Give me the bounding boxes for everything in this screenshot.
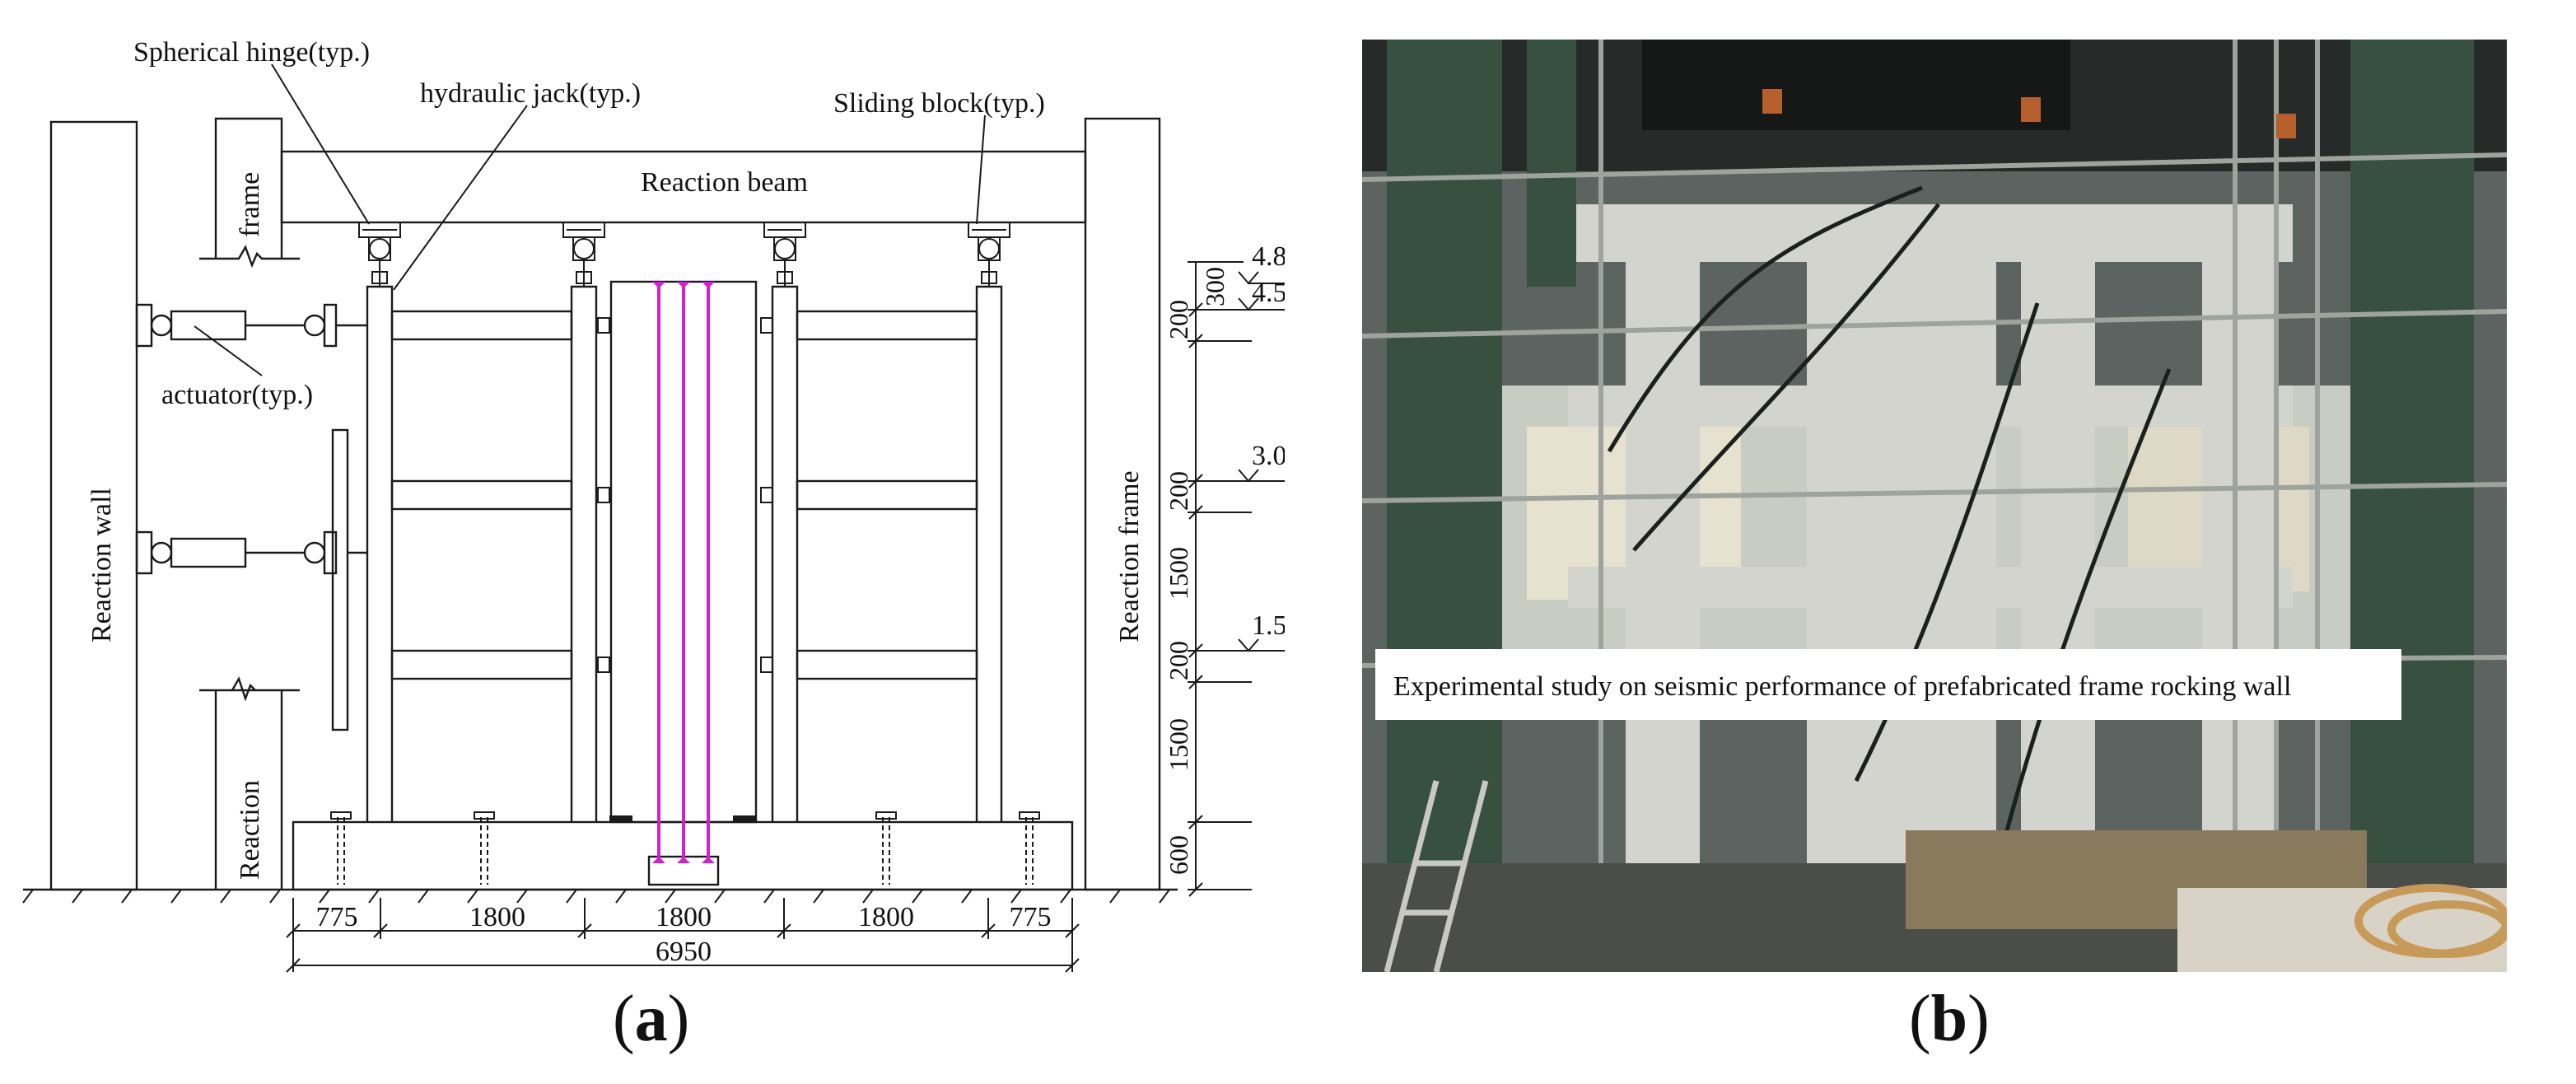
dim-v-300: 300: [1200, 267, 1230, 306]
label-reaction: Reaction: [235, 780, 265, 880]
elevation-markers: [1238, 271, 1285, 652]
elevation-1500: 1.500: [1252, 610, 1285, 641]
label-sliding-block: Sliding block(typ.): [833, 88, 1045, 119]
photo-banner-text: Experimental study on seismic performanc…: [1393, 671, 2291, 702]
left-frame: [366, 285, 598, 822]
lab-photo: Experimental study on seismic performanc…: [1362, 40, 2507, 972]
hydraulic-jacks: [358, 222, 1010, 287]
dim-h-1800-c: 1800: [858, 902, 914, 932]
loading-plate: [331, 428, 349, 731]
dim-v-600: 600: [1164, 835, 1193, 875]
elevation-3000: 3.000: [1252, 441, 1285, 471]
dim-h-1800-a: 1800: [469, 902, 525, 932]
tendon-anchors: [652, 282, 715, 863]
setup-drawing: Spherical hinge(typ.) hydraulic jack(typ…: [22, 37, 1285, 973]
label-frame: frame: [235, 172, 265, 237]
elevation-4800: 4.800: [1252, 241, 1285, 272]
reaction-lower-left: [199, 676, 300, 890]
dim-h-775-right: 775: [1010, 902, 1052, 932]
dim-v-1500-upper: 1500: [1164, 547, 1193, 600]
caption-b-letter: b: [1930, 983, 1968, 1055]
hydraulic-jack-2: [562, 222, 605, 287]
right-frame: [771, 285, 1003, 822]
actuators: [135, 303, 367, 731]
caption-b: (b): [1909, 983, 1990, 1055]
caption-a-letter: a: [634, 983, 668, 1055]
dim-v-200-top: 200: [1164, 300, 1193, 339]
reaction-frame: [1084, 117, 1161, 891]
dim-h-1800-b: 1800: [656, 902, 712, 932]
dim-h-775-left: 775: [316, 902, 358, 932]
photo-steel-columns: [1387, 40, 2474, 972]
leader-lines: [194, 63, 986, 376]
hydraulic-jack-1: [358, 222, 401, 287]
wall-toe-shim-left: [609, 815, 632, 822]
label-reaction-beam: Reaction beam: [641, 167, 808, 198]
elevation-4500: 4.500: [1252, 278, 1285, 308]
label-spherical-hinge: Spherical hinge(typ.): [133, 37, 370, 68]
actuator-upper: [135, 303, 367, 348]
ground-hatch: [22, 889, 1170, 904]
horizontal-dimension-lines: [286, 898, 1080, 973]
vertical-dimension-line: [1188, 261, 1252, 897]
caption-a: (a): [613, 983, 690, 1055]
anchor-bolts: [337, 817, 1034, 885]
anchor-bolt-heads: [330, 811, 1040, 820]
label-reaction-frame: Reaction frame: [1114, 470, 1145, 642]
frame-upper-left: [199, 117, 300, 269]
actuator-lower: [135, 530, 338, 575]
hydraulic-jack-3: [763, 222, 806, 287]
label-reaction-wall: Reaction wall: [86, 488, 117, 642]
photo-specimen: [1568, 204, 2293, 929]
reaction-wall: [49, 120, 138, 891]
post-tension-tendons: [657, 282, 710, 863]
dim-v-200-low: 200: [1164, 641, 1193, 680]
wall-toe-shim-right: [733, 815, 756, 822]
wall-connectors: [597, 317, 773, 673]
label-hydraulic-jack: hydraulic jack(typ.): [420, 78, 641, 109]
dim-h-total: 6950: [656, 937, 712, 967]
dim-v-1500-lower: 1500: [1164, 718, 1193, 771]
label-actuator: actuator(typ.): [161, 380, 313, 410]
photo-jacks: [1762, 89, 2296, 138]
photo-banner: [1375, 649, 2401, 720]
hydraulic-jack-4: [968, 222, 1010, 287]
dim-v-200-mid: 200: [1164, 471, 1193, 511]
